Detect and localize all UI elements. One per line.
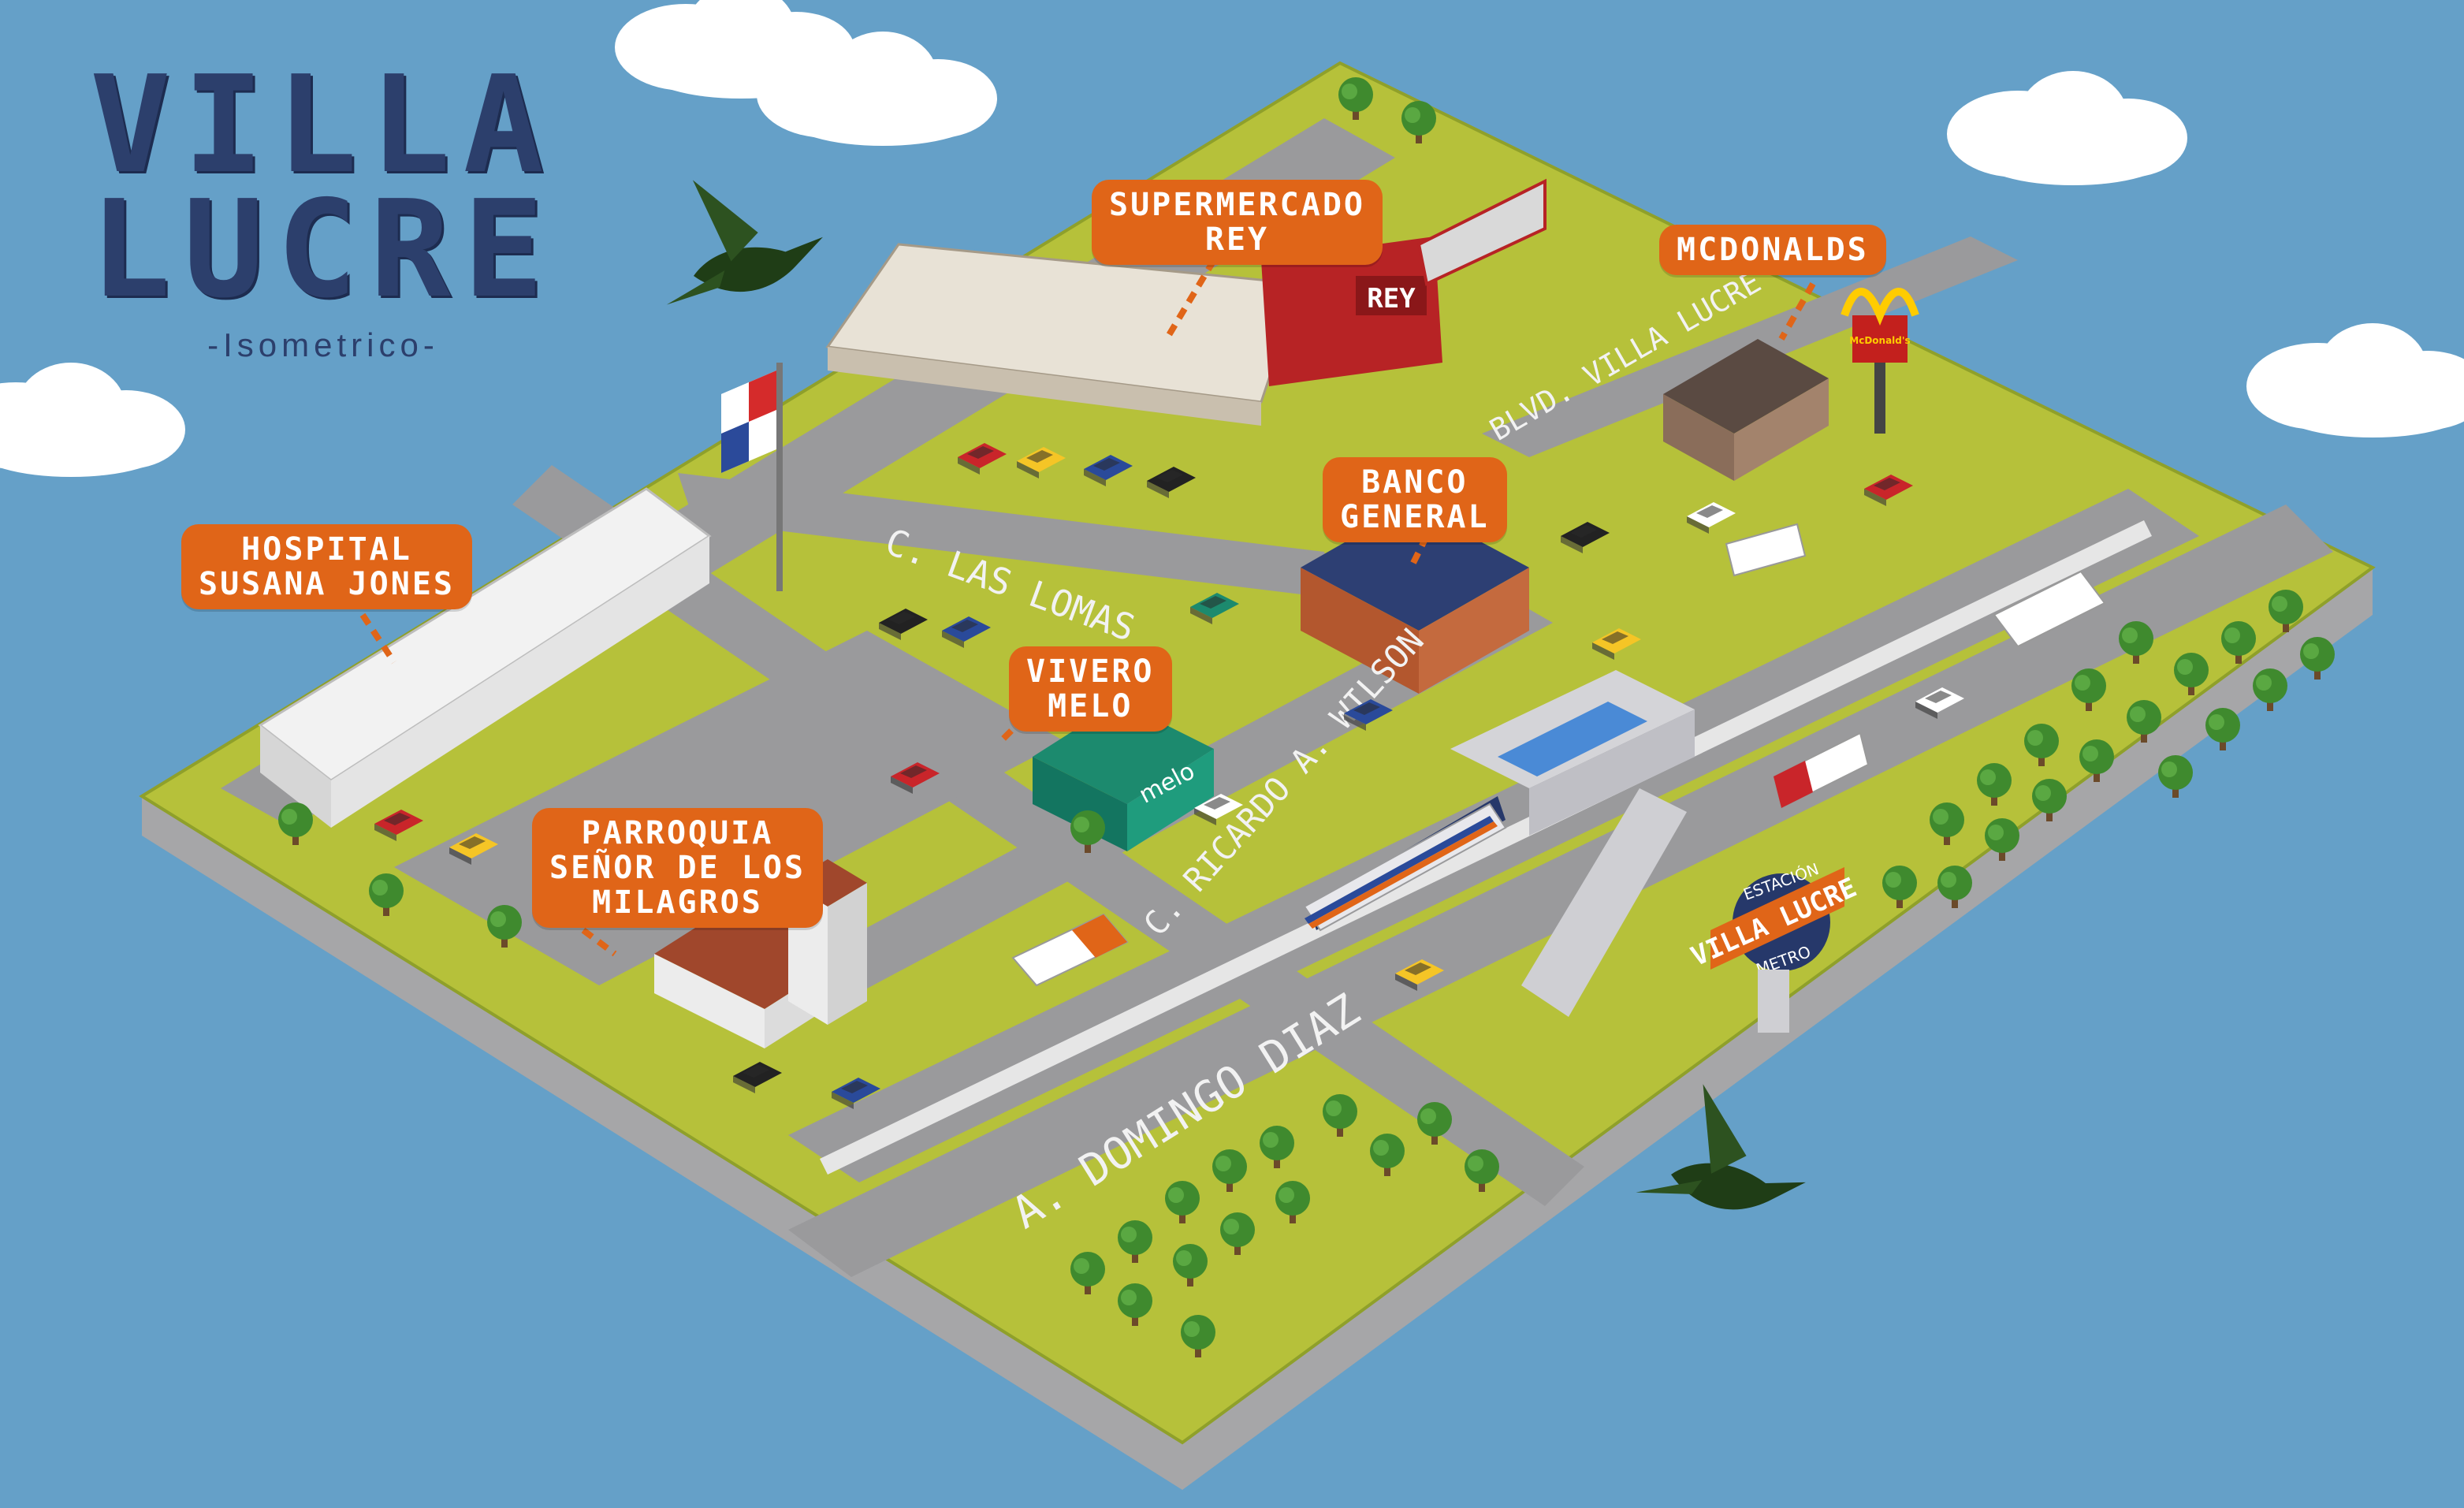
label-banco-general: BANCO GENERAL: [1323, 457, 1507, 542]
label-mcdonalds: MCDONALDS: [1659, 225, 1886, 275]
label-parroquia: PARROQUIA SEÑOR DE LOS MILAGROS: [532, 808, 823, 928]
cloud: [2246, 323, 2464, 438]
metro-train: [1303, 802, 1507, 932]
cloud: [0, 363, 185, 477]
label-supermercado-rey: SUPERMERCADO REY: [1092, 180, 1383, 265]
bird: [646, 159, 830, 306]
bus: [1993, 570, 2106, 648]
label-hospital-susana-jones: HOSPITAL SUSANA JONES: [181, 524, 472, 609]
truck: [1725, 523, 1807, 577]
label-pointer: [1163, 258, 1217, 341]
truck: [1772, 732, 1870, 810]
golden-arches-icon: [1841, 288, 1919, 326]
bus: [1011, 913, 1129, 987]
label-pointer: [581, 927, 617, 957]
hospital-building: [258, 487, 712, 828]
rey-sign-text: REY: [1367, 283, 1416, 315]
label-pointer: [1778, 282, 1816, 341]
label-pointer: [359, 613, 397, 665]
rey-sign: [1356, 276, 1427, 315]
title-subtitle: -Isometrico-: [207, 326, 439, 363]
metro-track: [820, 520, 2152, 1175]
supermarket-building: REY: [825, 178, 1547, 426]
cloud: [1947, 71, 2187, 185]
title-line-1: VILLA: [90, 47, 556, 203]
road-las-lomas: [678, 473, 1340, 599]
panama-flag-icon: [721, 363, 783, 591]
mcdonalds-sign-text: McDonald's: [1849, 335, 1910, 346]
label-vivero-melo: VIVERO MELO: [1009, 646, 1172, 732]
title-line-2: LUCRE: [90, 172, 556, 328]
map-title: VILLA LUCRE -Isometrico-: [79, 47, 568, 364]
mcdonalds-building: McDonald's: [1663, 288, 1919, 481]
